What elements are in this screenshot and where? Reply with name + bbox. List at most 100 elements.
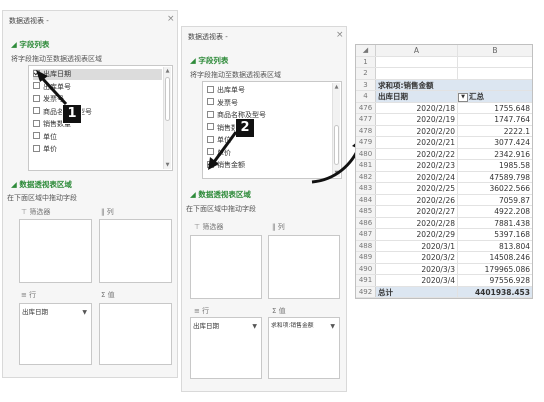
cell-a[interactable]: 2020/2/29: [376, 229, 458, 240]
row-field-item[interactable]: 出库日期▼: [193, 322, 257, 330]
row-number[interactable]: 479: [356, 137, 376, 148]
checkbox[interactable]: [33, 132, 40, 139]
cell-b[interactable]: [458, 80, 532, 91]
cell-a[interactable]: 求和项:销售金额: [378, 80, 434, 90]
scrollbar[interactable]: ▲ ▼: [163, 67, 171, 169]
row-number[interactable]: 490: [356, 263, 376, 274]
cell-a[interactable]: 总计: [376, 286, 458, 297]
field-item[interactable]: 出库单号: [33, 82, 162, 93]
cell-b[interactable]: 47589.798: [489, 172, 530, 182]
chevron-down-icon[interactable]: ▼: [330, 323, 335, 330]
close-icon[interactable]: ×: [167, 14, 175, 24]
scroll-down-icon[interactable]: ▼: [165, 162, 170, 168]
cell-b[interactable]: 179965.086: [484, 264, 530, 274]
scroll-up-icon[interactable]: ▲: [334, 84, 339, 90]
cell-a[interactable]: 2020/2/20: [376, 125, 458, 136]
filter-zone[interactable]: [19, 219, 92, 283]
cell-b[interactable]: 1747.764: [494, 115, 530, 124]
row-number[interactable]: 487: [356, 229, 376, 240]
checkbox[interactable]: [207, 135, 214, 143]
panel-title[interactable]: 数据透视表 -: [9, 17, 49, 25]
area-title[interactable]: ◢ 数据透视表区域: [190, 190, 251, 199]
row-number[interactable]: 2: [356, 68, 376, 79]
cell-a[interactable]: 2020/2/26: [376, 194, 458, 205]
select-all-corner[interactable]: ◢: [356, 45, 376, 56]
cell-b[interactable]: 1985.58: [498, 161, 530, 170]
cell-a[interactable]: 2020/2/21: [376, 137, 458, 148]
row-number[interactable]: 488: [356, 240, 376, 251]
cell-a[interactable]: 2020/2/18: [376, 102, 458, 113]
cell-a[interactable]: 2020/2/19: [376, 114, 458, 125]
row-number[interactable]: 4: [356, 91, 376, 102]
cell-a[interactable]: 2020/3/4: [376, 275, 458, 286]
row-number[interactable]: 484: [356, 194, 376, 205]
cell-a[interactable]: 2020/2/25: [376, 183, 458, 194]
row-number[interactable]: 491: [356, 275, 376, 286]
row-field-item[interactable]: 出库日期▼: [22, 308, 87, 316]
checkbox[interactable]: [33, 107, 40, 114]
close-icon[interactable]: ×: [336, 30, 344, 40]
cell-b[interactable]: 36022.566: [489, 184, 530, 193]
checkbox[interactable]: [33, 82, 40, 89]
scroll-thumb[interactable]: [165, 77, 170, 121]
row-zone[interactable]: 出库日期▼: [19, 303, 92, 365]
row-number[interactable]: 1: [356, 56, 376, 67]
checkbox[interactable]: [207, 123, 214, 130]
cell-b[interactable]: [458, 68, 532, 79]
checkbox[interactable]: [207, 98, 214, 105]
field-item[interactable]: 单价: [33, 144, 162, 155]
area-title[interactable]: ◢ 数据透视表区域: [11, 180, 72, 189]
chevron-down-icon[interactable]: ▼: [82, 309, 87, 316]
row-number[interactable]: 485: [356, 206, 376, 217]
cell-b[interactable]: 3077.424: [494, 138, 530, 147]
cell-a[interactable]: 2020/3/2: [376, 252, 458, 263]
row-number[interactable]: 489: [356, 252, 376, 263]
row-zone[interactable]: 出库日期▼: [190, 317, 262, 379]
cell-b[interactable]: 97556.928: [489, 276, 530, 285]
cell-a[interactable]: 2020/3/3: [376, 263, 458, 274]
row-number[interactable]: 477: [356, 114, 376, 125]
field-item[interactable]: 销售数量: [33, 119, 162, 130]
row-number[interactable]: 482: [356, 171, 376, 182]
cell-a[interactable]: 2020/2/27: [376, 206, 458, 217]
chevron-down-icon[interactable]: ▼: [252, 323, 257, 330]
cell-b[interactable]: 2342.916: [494, 149, 530, 159]
cell-b[interactable]: [458, 57, 532, 68]
cell-a[interactable]: 2020/2/28: [376, 217, 458, 228]
column-zone[interactable]: [268, 235, 340, 299]
filter-dropdown-icon[interactable]: ▼: [458, 92, 468, 102]
field-list-title[interactable]: ◢ 字段列表: [190, 56, 229, 65]
row-number[interactable]: 3: [356, 79, 376, 90]
cell-b[interactable]: 14508.246: [489, 253, 530, 262]
checkbox[interactable]: [33, 94, 40, 102]
field-item[interactable]: 发票号: [33, 94, 162, 105]
scroll-thumb[interactable]: [334, 125, 339, 165]
cell-b[interactable]: ▼汇总: [458, 91, 532, 102]
cell-a[interactable]: [376, 68, 458, 79]
column-header-a[interactable]: A: [376, 45, 458, 56]
checkbox[interactable]: [207, 148, 214, 155]
cell-a[interactable]: 2020/2/23: [376, 160, 458, 171]
value-zone[interactable]: 求和项:销售金额▼: [268, 317, 340, 379]
checkbox[interactable]: [33, 144, 40, 152]
cell-b[interactable]: 1755.648: [494, 103, 530, 113]
cell-a[interactable]: 2020/2/24: [376, 171, 458, 182]
checkbox[interactable]: [33, 119, 40, 127]
checkbox[interactable]: [207, 85, 214, 93]
column-header-b[interactable]: B: [458, 45, 532, 56]
row-number[interactable]: 478: [356, 125, 376, 136]
cell-a[interactable]: [376, 56, 458, 67]
cell-a[interactable]: 2020/2/22: [376, 148, 458, 159]
row-number[interactable]: 476: [356, 102, 376, 113]
cell-b[interactable]: 7059.87: [498, 195, 530, 205]
cell-a[interactable]: 2020/3/1: [376, 240, 458, 251]
value-field-item[interactable]: 求和项:销售金额▼: [271, 323, 335, 330]
column-zone[interactable]: [99, 219, 172, 283]
row-number[interactable]: 492: [356, 286, 376, 297]
field-item[interactable]: 商品名称及型号: [207, 110, 331, 121]
field-item[interactable]: 单价: [207, 148, 331, 159]
checkbox[interactable]: [207, 110, 214, 118]
field-list-title[interactable]: ◢ 字段列表: [11, 40, 50, 49]
value-zone[interactable]: [99, 303, 172, 365]
cell-a[interactable]: 出库日期: [376, 91, 458, 102]
